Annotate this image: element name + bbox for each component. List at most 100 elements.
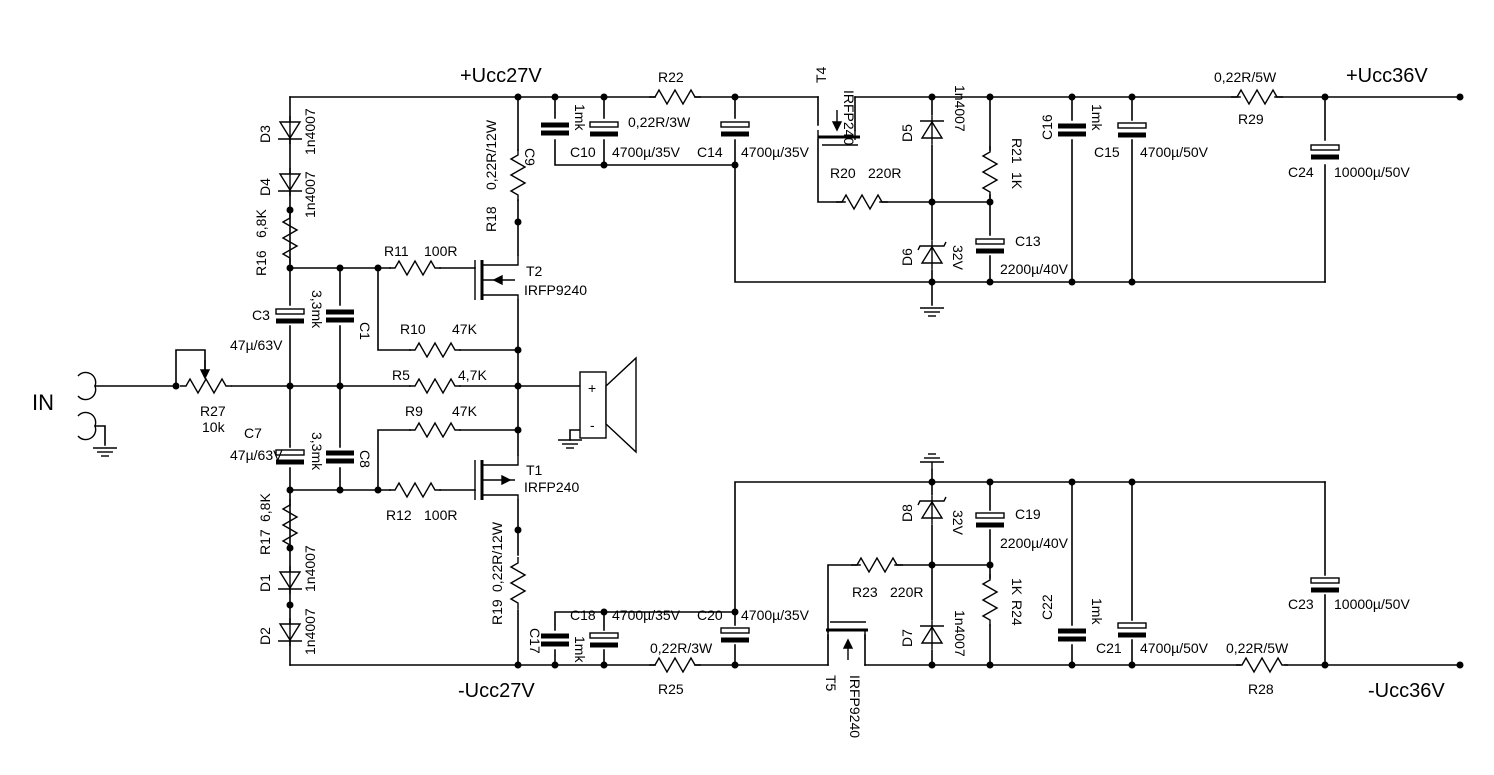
c10-ref: C10: [570, 144, 596, 160]
d5-diode-icon: [919, 115, 945, 145]
r20-value: 220R: [868, 165, 901, 181]
c16-ref: C16: [1039, 114, 1055, 140]
c13-capacitor-icon: [976, 239, 1004, 251]
r9-resistor-icon: [408, 422, 462, 438]
c16-capacitor-icon: [1058, 126, 1086, 134]
c3-value: 47µ/63V: [230, 337, 283, 353]
c3-capacitor-icon: [276, 309, 304, 321]
d4-ref: D4: [257, 178, 273, 196]
c17-capacitor-icon: [541, 636, 569, 644]
c16-value: 1mk: [1089, 104, 1105, 131]
r12-ref: R12: [386, 507, 412, 523]
t2-ref: T2: [526, 263, 543, 279]
d8-value: 32V: [950, 510, 966, 536]
speaker-icon: [557, 356, 637, 454]
r19-resistor-icon: [510, 556, 526, 610]
r5-resistor-icon: [408, 378, 462, 394]
c24-capacitor-icon: [1311, 145, 1339, 157]
c18-capacitor-icon: [590, 633, 618, 645]
d1-diode-icon: [277, 565, 303, 595]
c20-ref: C20: [697, 607, 723, 623]
d8-zener-icon: [917, 495, 947, 525]
r19-ref: R19: [489, 599, 505, 625]
r10-resistor-icon: [408, 342, 462, 358]
r28-ref: R28: [1248, 681, 1274, 697]
r27-value: 10k: [202, 419, 226, 435]
wires: [94, 96, 1461, 666]
r24-value: 1K: [1009, 578, 1025, 596]
c14-capacitor-icon: [721, 122, 749, 134]
r9-value: 47K: [452, 403, 478, 419]
r25-resistor-icon: [648, 657, 702, 673]
top-ground-icon: [919, 307, 945, 317]
d4-diode-icon: [277, 167, 303, 197]
c24-ref: C24: [1288, 164, 1314, 180]
c22-ref: C22: [1039, 594, 1055, 620]
r17-value: 6,8K: [257, 493, 273, 522]
c8-capacitor-icon: [326, 453, 354, 461]
d3-value: 1n4007: [302, 108, 318, 155]
t4-ref: T4: [813, 66, 829, 83]
d7-value: 1n4007: [952, 610, 968, 657]
r5-ref: R5: [392, 367, 410, 383]
c17-value: 1mk: [572, 636, 588, 663]
r25-value: 0,22R/3W: [650, 640, 713, 656]
t1-ref: T1: [526, 462, 543, 478]
t1-mosfet-icon: [474, 455, 519, 500]
d6-value: 32V: [950, 245, 966, 271]
speaker-plus-label: +: [588, 380, 596, 396]
c15-value: 4700µ/50V: [1140, 144, 1209, 160]
c7-value: 47µ/63V: [230, 447, 283, 463]
r21-ref: R21: [1009, 138, 1025, 164]
d6-zener-icon: [917, 240, 947, 270]
d3-ref: D3: [257, 125, 273, 143]
r11-ref: R11: [384, 243, 409, 259]
d5-ref: D5: [899, 124, 915, 142]
c19-value: 2200µ/40V: [1000, 535, 1069, 551]
c13-value: 2200µ/40V: [1000, 261, 1069, 277]
r28-resistor-icon: [1235, 657, 1289, 673]
r23-ref: R23: [852, 584, 878, 600]
c1-ref: C1: [357, 322, 373, 340]
d2-ref: D2: [257, 627, 273, 645]
r10-value: 47K: [452, 321, 478, 337]
c8-value: 3,3mk: [309, 432, 325, 471]
t5-mosfet-icon: [826, 621, 868, 660]
r10-ref: R10: [400, 321, 426, 337]
r9-ref: R9: [405, 403, 423, 419]
c23-capacitor-icon: [1311, 578, 1339, 590]
d1-value: 1n4007: [302, 545, 318, 592]
r23-value: 220R: [890, 584, 923, 600]
r16-value: 6,8K: [253, 209, 269, 238]
r18-ref: R18: [483, 206, 499, 232]
r20-ref: R20: [830, 165, 856, 181]
c13-ref: C13: [1015, 233, 1041, 249]
c21-ref: C21: [1096, 640, 1122, 656]
r28-value: 0,22R/5W: [1226, 640, 1289, 656]
d8-ref: D8: [899, 504, 915, 522]
d2-diode-icon: [277, 617, 303, 647]
c17-ref: C17: [527, 628, 543, 654]
r12-value: 100R: [424, 507, 457, 523]
r27-ref: R27: [200, 403, 226, 419]
r24-resistor-icon: [982, 573, 998, 627]
c14-value: 4700µ/35V: [741, 144, 810, 160]
d7-ref: D7: [899, 629, 915, 647]
c20-value: 4700µ/35V: [741, 607, 810, 623]
r18-value: 0,22R/12W: [483, 119, 499, 190]
r22-ref: R22: [658, 69, 684, 85]
r12-resistor-icon: [388, 482, 442, 498]
c1-capacitor-icon: [326, 312, 354, 320]
r11-value: 100R: [424, 243, 457, 259]
bottom-ground-icon: [920, 453, 944, 470]
r17-ref: R17: [257, 529, 273, 555]
r27-potentiometer-icon: [180, 360, 232, 395]
c21-capacitor-icon: [1118, 623, 1146, 635]
c20-capacitor-icon: [721, 628, 749, 640]
c22-value: 1mk: [1089, 598, 1105, 625]
c3-ref: C3: [252, 307, 270, 323]
c9-value: 1mk: [572, 104, 588, 131]
r11-resistor-icon: [388, 260, 442, 276]
c18-value: 4700µ/35V: [612, 607, 681, 623]
d6-ref: D6: [899, 248, 915, 266]
